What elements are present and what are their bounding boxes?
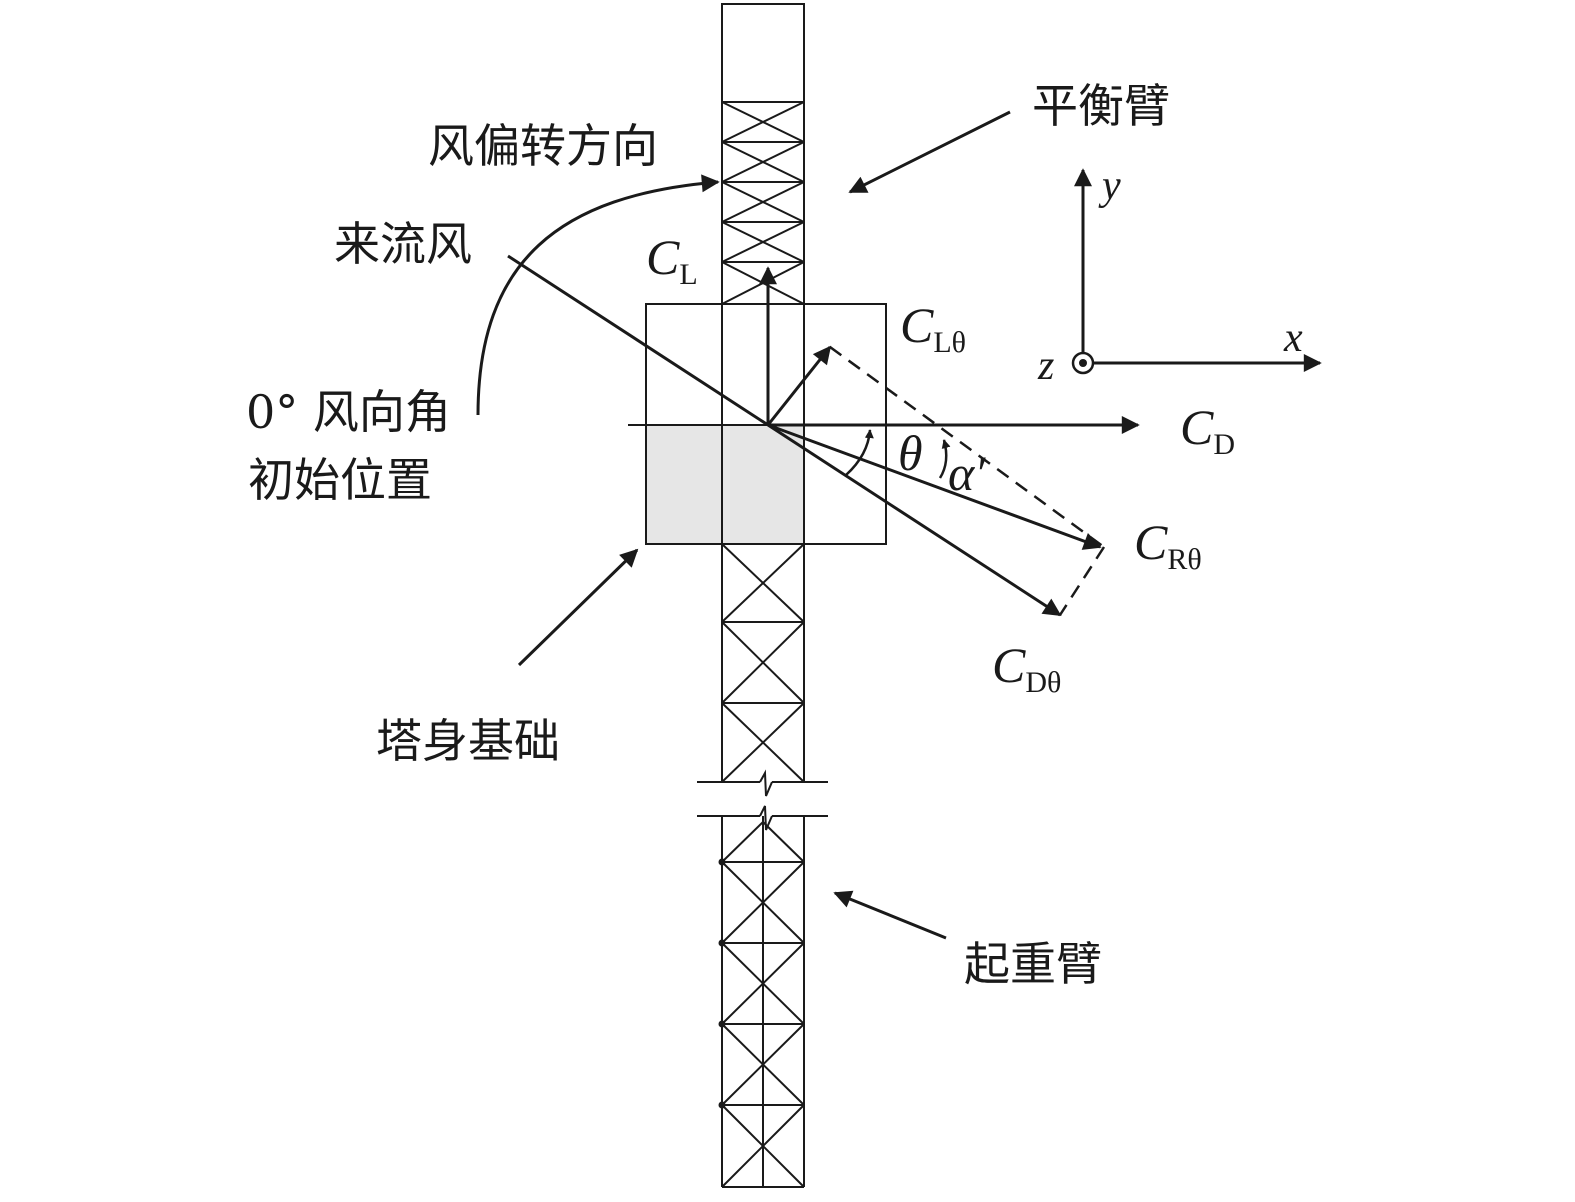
cl-theta-vector [766,345,832,426]
jib-arm-label: 起重臂 [964,937,1102,991]
theta-angle-arc [845,429,874,476]
y-axis-label: y [1102,163,1121,209]
cd-symbol: CD [1180,399,1236,461]
initial-position-label: 初始位置 [248,453,432,507]
cl-theta-symbol: CLθ [900,297,967,359]
tower-base-pointer [517,548,639,667]
jib-arm-upper-truss [697,543,828,797]
dashed-projection-lift [829,345,1105,549]
jib-arm-pointer [833,890,947,940]
theta-symbol: θ [898,425,923,481]
jib-arm-lower-truss [718,816,805,1188]
balance-arm-label: 平衡臂 [1032,79,1170,133]
zero-wind-angle-label: 0° 风向角 [246,385,451,439]
alpha-prime-symbol: α′ [948,445,986,501]
jib-arm-break [697,805,828,831]
cr-theta-vector [767,423,1102,550]
balance-arm-pointer [848,110,1011,194]
wind-deflection-curve-arrow [476,174,720,416]
cl-symbol: CL [646,229,698,291]
wind-deflection-label: 风偏转方向 [428,119,658,173]
incoming-wind-line [507,254,769,427]
incoming-wind-label: 来流风 [334,217,472,271]
tower-base-label: 塔身基础 [376,714,560,768]
alpha-angle-arc [938,439,951,479]
cr-theta-symbol: CRθ [1134,514,1202,576]
x-axis-label: x [1284,315,1303,361]
dashed-projection-drag [1058,546,1106,616]
balance-arm-truss [721,3,805,305]
z-axis-label: z [1038,343,1055,389]
cd-theta-vector [767,423,1062,617]
cd-theta-symbol: CDθ [992,637,1062,699]
